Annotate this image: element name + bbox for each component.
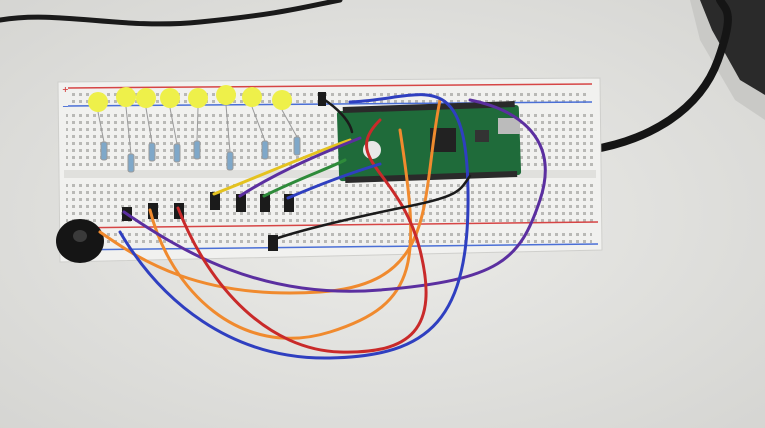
purple-wire bbox=[238, 136, 362, 198]
resistor bbox=[293, 136, 301, 156]
orange-wire bbox=[98, 98, 442, 295]
rail-plus-label: + bbox=[62, 85, 69, 94]
led bbox=[242, 87, 262, 107]
blue-wire bbox=[118, 93, 470, 360]
rail-top-red bbox=[67, 83, 593, 89]
led bbox=[88, 92, 108, 112]
resistor-group bbox=[100, 136, 301, 173]
rail-bottom-red bbox=[63, 221, 599, 229]
rail-bottom-blue bbox=[63, 243, 599, 251]
black-wire bbox=[320, 96, 354, 134]
laptop-corner bbox=[690, 0, 765, 120]
resistor bbox=[261, 140, 269, 160]
yellow-wire bbox=[212, 138, 352, 196]
resistor bbox=[100, 141, 108, 161]
resistor bbox=[148, 142, 156, 162]
usb-cable bbox=[586, 0, 732, 154]
resistor bbox=[193, 140, 201, 160]
black-wire bbox=[270, 174, 472, 242]
resistor bbox=[127, 153, 135, 173]
led-leads bbox=[97, 104, 298, 155]
led bbox=[160, 88, 180, 108]
led bbox=[272, 90, 292, 110]
resistor bbox=[173, 143, 181, 163]
red-wire bbox=[176, 118, 428, 354]
led bbox=[136, 88, 156, 108]
led-group bbox=[88, 85, 292, 112]
purple-wire bbox=[122, 98, 547, 293]
piezo-buzzer bbox=[56, 219, 104, 263]
led bbox=[116, 87, 136, 107]
rail-minus-label: − bbox=[62, 102, 69, 111]
blue-wire bbox=[286, 162, 382, 200]
led bbox=[188, 88, 208, 108]
background-cable bbox=[0, 0, 343, 27]
orange-wire bbox=[148, 128, 413, 340]
green-wire bbox=[262, 158, 347, 198]
resistor bbox=[226, 151, 234, 171]
led bbox=[216, 85, 236, 105]
jumper-wires bbox=[98, 93, 547, 360]
